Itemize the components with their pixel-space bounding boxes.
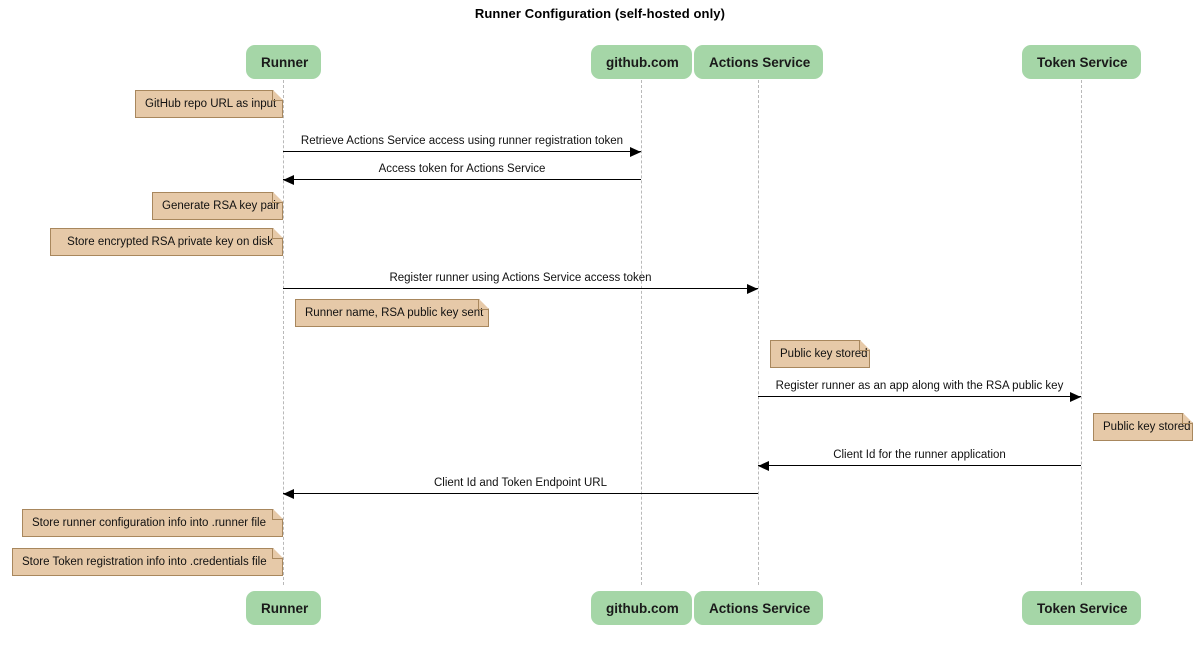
note: Public key stored — [1093, 413, 1193, 441]
note-fold-edge — [272, 509, 283, 520]
arrowhead-right — [1070, 392, 1081, 402]
note-fold-icon — [273, 228, 283, 238]
note-text: Public key stored — [780, 348, 868, 360]
note-fold-edge — [1182, 413, 1193, 424]
participant-actions-bottom[interactable]: Actions Service — [694, 591, 823, 625]
note: Runner name, RSA public key sent — [295, 299, 489, 327]
note-fold-icon — [1183, 413, 1193, 423]
note: Store runner configuration info into .ru… — [22, 509, 283, 537]
note: GitHub repo URL as input — [135, 90, 283, 118]
participant-label: Runner — [261, 55, 309, 70]
message-label: Client Id and Token Endpoint URL — [433, 477, 608, 489]
message-label: Retrieve Actions Service access using ru… — [300, 135, 624, 147]
page-title: Runner Configuration (self-hosted only) — [474, 6, 726, 21]
message-line — [283, 493, 758, 494]
message-label: Register runner using Actions Service ac… — [389, 272, 652, 284]
participant-token-top[interactable]: Token Service — [1022, 45, 1141, 79]
note-fold-icon — [273, 192, 283, 202]
participant-label: Token Service — [1037, 601, 1128, 616]
participant-label: Actions Service — [709, 601, 811, 616]
note-fold-edge — [272, 90, 283, 101]
participant-actions-top[interactable]: Actions Service — [694, 45, 823, 79]
note-fold-icon — [479, 299, 489, 309]
note-fold-edge — [859, 340, 870, 351]
note-fold-icon — [273, 548, 283, 558]
lifeline-token — [1081, 80, 1082, 585]
participant-label: Token Service — [1037, 55, 1128, 70]
lifeline-github — [641, 80, 642, 585]
message-label: Register runner as an app along with the… — [775, 380, 1064, 392]
note-fold-icon — [273, 509, 283, 519]
note: Public key stored — [770, 340, 870, 368]
note-fold-icon — [860, 340, 870, 350]
note: Generate RSA key pair — [152, 192, 283, 220]
lifeline-actions — [758, 80, 759, 585]
note-fold-icon — [273, 90, 283, 100]
note-text: Generate RSA key pair — [162, 200, 280, 212]
message-line — [283, 288, 758, 289]
message-line — [758, 396, 1081, 397]
message-label: Client Id for the runner application — [833, 449, 1006, 461]
message-line — [283, 179, 641, 180]
note-text: Runner name, RSA public key sent — [305, 307, 484, 319]
note-fold-edge — [272, 548, 283, 559]
participant-label: github.com — [606, 55, 679, 70]
note: Store encrypted RSA private key on disk — [50, 228, 283, 256]
participant-runner-bottom[interactable]: Runner — [246, 591, 321, 625]
message-line — [758, 465, 1081, 466]
participant-runner-top[interactable]: Runner — [246, 45, 321, 79]
participant-label: Runner — [261, 601, 309, 616]
participant-github-top[interactable]: github.com — [591, 45, 692, 79]
note-text: Store runner configuration info into .ru… — [32, 517, 266, 529]
note-text: Public key stored — [1103, 421, 1191, 433]
note: Store Token registration info into .cred… — [12, 548, 283, 576]
arrowhead-left — [283, 175, 294, 185]
lifeline-runner — [283, 80, 284, 585]
participant-github-bottom[interactable]: github.com — [591, 591, 692, 625]
participant-label: github.com — [606, 601, 679, 616]
participant-label: Actions Service — [709, 55, 811, 70]
arrowhead-right — [630, 147, 641, 157]
note-fold-edge — [272, 192, 283, 203]
message-label: Access token for Actions Service — [378, 163, 546, 175]
note-text: Store Token registration info into .cred… — [22, 556, 267, 568]
note-text: GitHub repo URL as input — [145, 98, 277, 110]
note-text: Store encrypted RSA private key on disk — [67, 236, 273, 248]
message-line — [283, 151, 641, 152]
arrowhead-left — [758, 461, 769, 471]
note-fold-edge — [478, 299, 489, 310]
arrowhead-left — [283, 489, 294, 499]
arrowhead-right — [747, 284, 758, 294]
participant-token-bottom[interactable]: Token Service — [1022, 591, 1141, 625]
note-fold-edge — [272, 228, 283, 239]
